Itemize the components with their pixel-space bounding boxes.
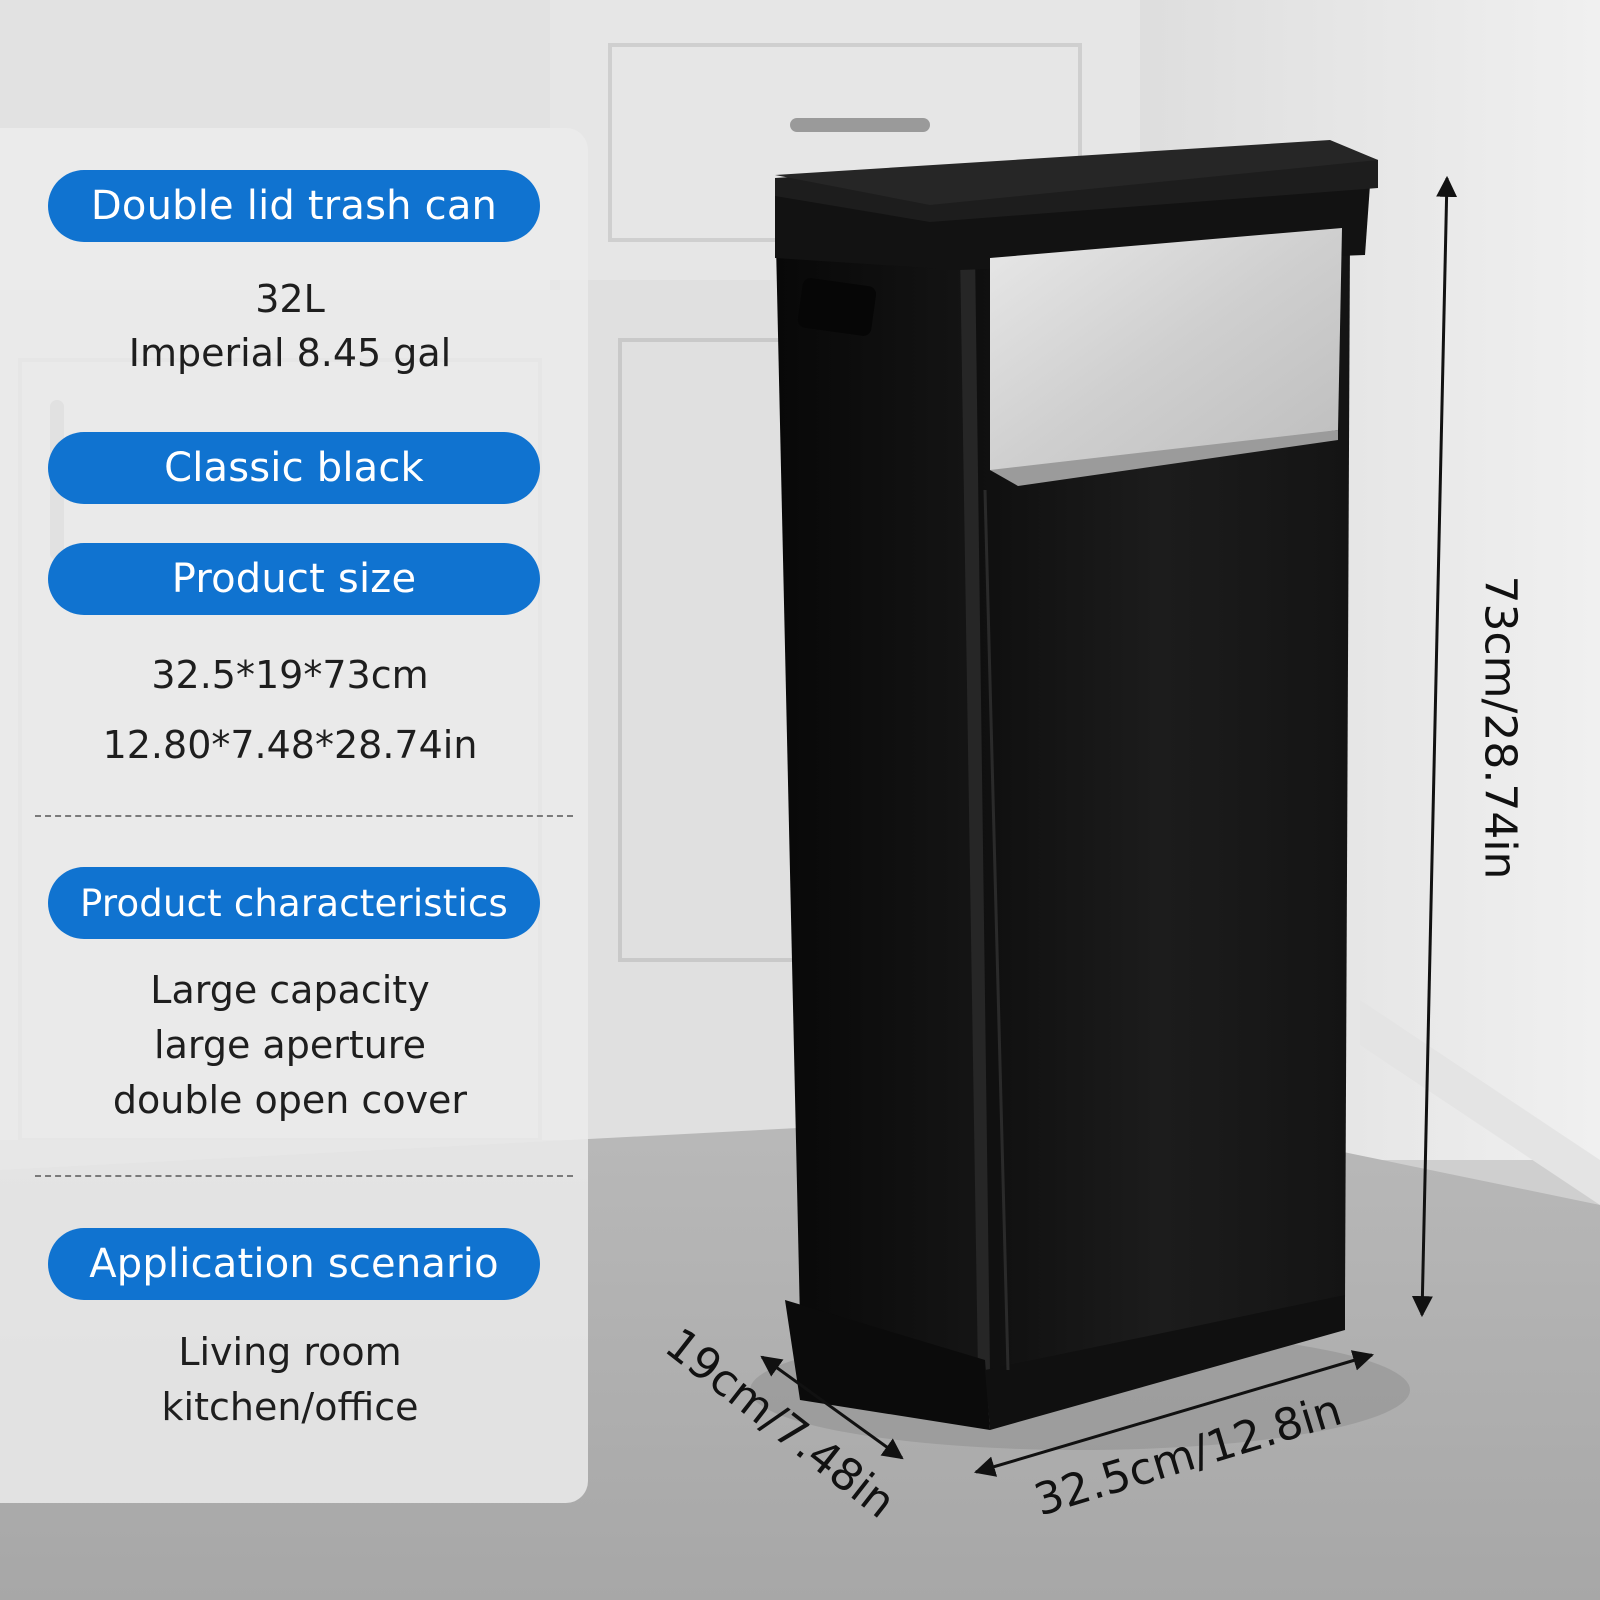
size-in: 12.80*7.48*28.74in <box>102 723 478 767</box>
width-arrow <box>973 1350 1375 1477</box>
trash-can <box>775 140 1378 1430</box>
scenario-item: kitchen/office <box>161 1385 419 1429</box>
capacity-gallons: Imperial 8.45 gal <box>128 331 452 375</box>
product-type-badge: Double lid trash can <box>48 170 540 242</box>
scenario-badge: Application scenario <box>48 1228 540 1300</box>
size-badge: Product size <box>48 543 540 615</box>
steel-flap <box>990 228 1342 478</box>
characteristic-item: Large capacity <box>150 968 430 1012</box>
drawer-handle <box>790 118 930 132</box>
divider <box>35 815 573 817</box>
height-dimension-label: 73cm/28.74in <box>1474 575 1526 880</box>
characteristic-item: double open cover <box>112 1078 468 1122</box>
side-handle <box>797 278 877 336</box>
height-arrow <box>1411 175 1458 1318</box>
characteristic-item: large aperture <box>154 1023 426 1067</box>
capacity-liters: 32L <box>255 277 325 321</box>
characteristics-badge: Product characteristics <box>48 867 540 939</box>
color-badge: Classic black <box>48 432 540 504</box>
size-cm: 32.5*19*73cm <box>151 653 429 697</box>
divider <box>35 1175 573 1177</box>
scenario-item: Living room <box>178 1330 402 1374</box>
depth-arrow <box>760 1355 904 1460</box>
